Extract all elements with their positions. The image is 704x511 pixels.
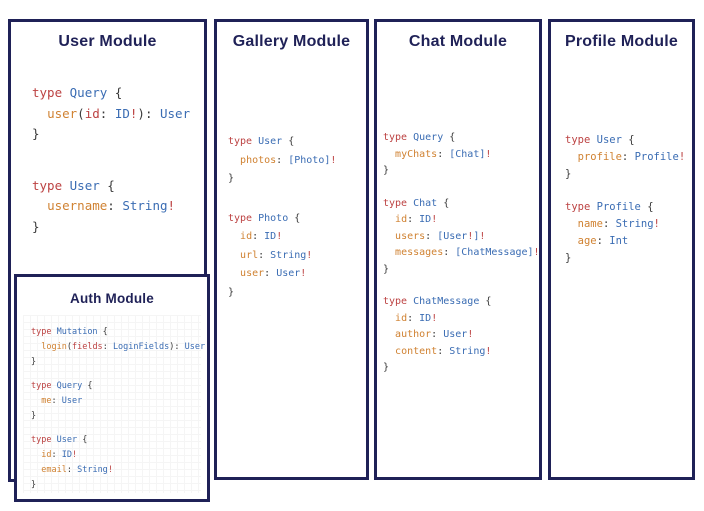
panel-chat-module: Chat Module type Query { myChats: [Chat]… [374, 19, 542, 480]
code-block: type Photo { id: ID! url: String! user: … [228, 212, 313, 298]
panel-profile-module: Profile Module type User { profile: Prof… [548, 19, 695, 480]
code-block: type Chat { id: ID! users: [User!]! mess… [383, 197, 540, 275]
code-block: type User { photos: [Photo]!} [228, 136, 337, 184]
code-area-user: type Query { user(id: ID!): User} type Us… [32, 83, 190, 237]
code-block: type Profile { name: String! age: Int} [565, 201, 660, 264]
auth-module-box: Auth Module type Mutation { login(fields… [14, 274, 210, 502]
panel-user-module: User Module type Query { user(id: ID!): … [8, 19, 210, 502]
code-block: type User { profile: Profile!} [565, 134, 686, 180]
code-area-gallery: type User { photos: [Photo]!} type Photo … [228, 133, 336, 302]
code-block: type User { id: ID! email: String!} [31, 435, 113, 490]
grid-texture [23, 315, 201, 493]
code-area-profile: type User { profile: Profile!} type Profi… [565, 132, 685, 267]
code-block: type Query { myChats: [Chat]!} [383, 132, 492, 176]
panel-title-auth-module: Auth Module [70, 291, 154, 306]
code-block: type Query { me: User} [31, 381, 93, 421]
panel-title-profile-module: Profile Module [564, 33, 679, 50]
code-block: type ChatMessage { id: ID! author: User!… [383, 296, 492, 373]
panel-title-chat-module: Chat Module [408, 33, 508, 50]
panel-title-user-module: User Module [58, 33, 157, 50]
code-area-chat: type Query { myChats: [Chat]!} type Chat … [383, 130, 540, 377]
panel-gallery-module: Gallery Module type User { photos: [Phot… [214, 19, 369, 480]
panel-title-gallery-module: Gallery Module [232, 33, 351, 50]
code-block: type Mutation { login(fields: LoginField… [31, 327, 206, 367]
code-block: type User { username: String!} [32, 177, 176, 234]
code-block: type Query { user(id: ID!): User} [32, 85, 191, 141]
code-area-auth: type Mutation { login(fields: LoginField… [31, 325, 205, 493]
